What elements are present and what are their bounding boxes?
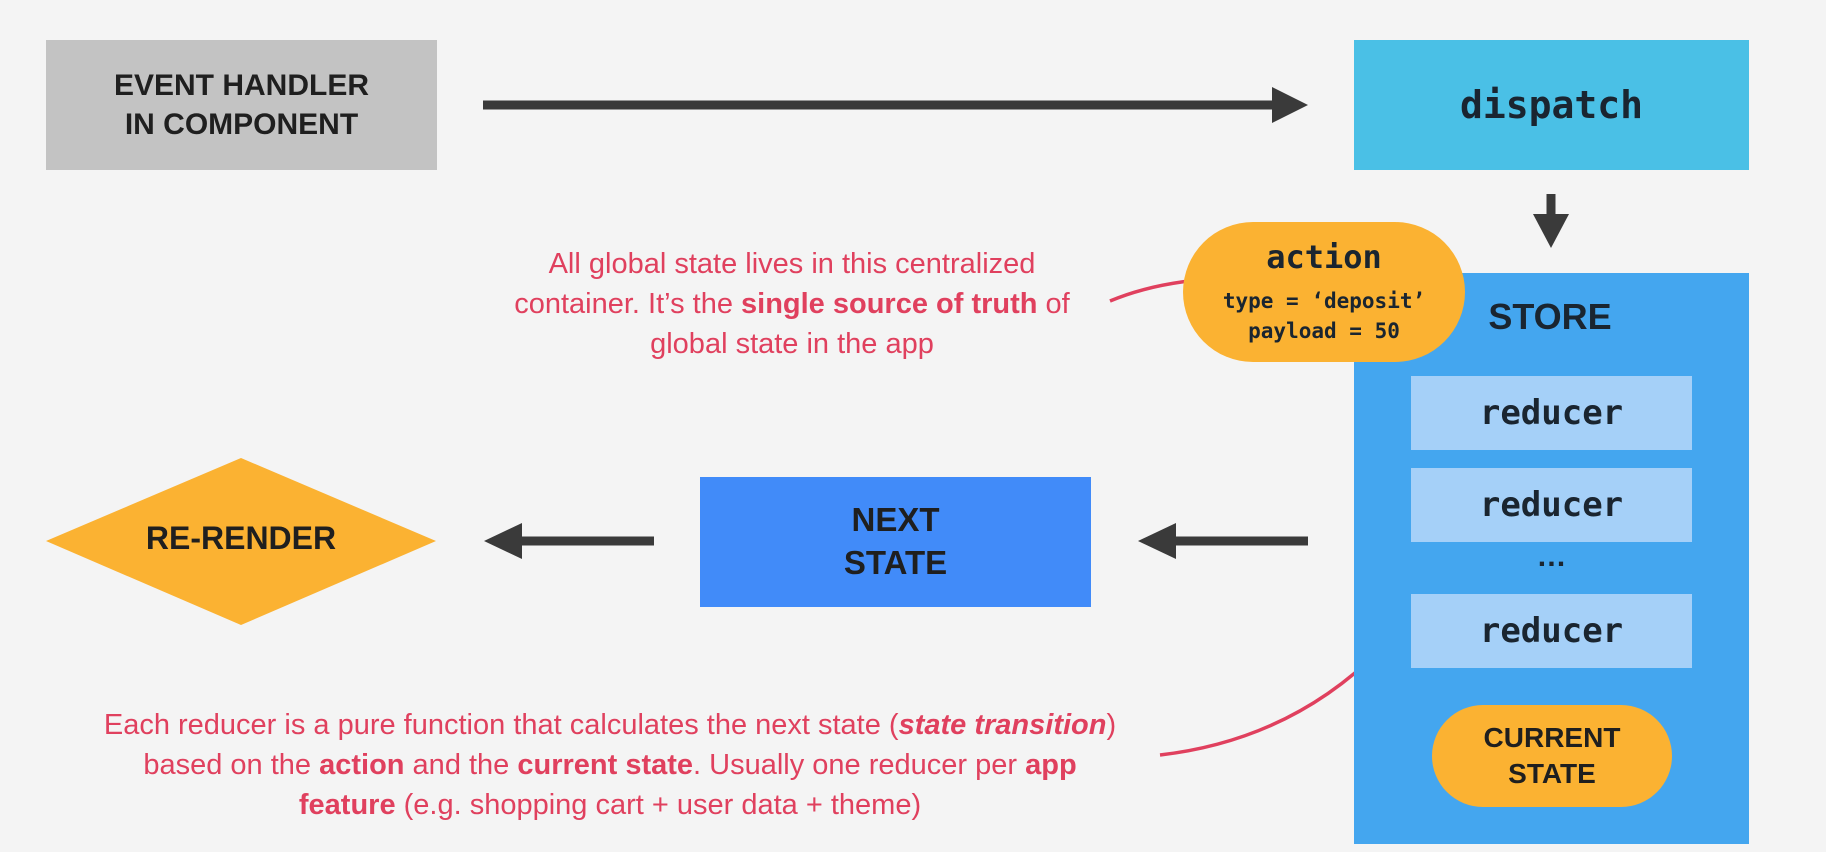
reducer-label: reducer: [1479, 393, 1624, 433]
current-state-line1: CURRENT: [1483, 721, 1621, 753]
action-pill: action type = ‘deposit’ payload = 50: [1183, 222, 1465, 362]
annotation-bold: app feature: [298, 749, 1077, 822]
annotation-text: and the: [404, 749, 518, 782]
reducer-ellipsis: …: [1536, 540, 1567, 573]
annotation-text: (e.g. shopping cart + user data + theme): [395, 789, 922, 822]
current-state-pill: CURRENT STATE: [1432, 705, 1672, 807]
annotation-italic: state transition: [898, 709, 1107, 741]
dispatch-label: dispatch: [1459, 83, 1644, 127]
event-handler-line1: EVENT HANDLER: [113, 69, 369, 102]
rerender-label: RE-RENDER: [145, 520, 337, 556]
reducer-annotation: Each reducer is a pure function that cal…: [100, 705, 1120, 825]
next-state-line1: NEXT: [851, 501, 940, 539]
event-handler-box: EVENT HANDLER IN COMPONENT: [46, 40, 437, 170]
annotation-text: . Usually one reducer per: [693, 749, 1026, 782]
annotation-bold: current state: [517, 749, 694, 782]
event-handler-line2: IN COMPONENT: [124, 108, 359, 141]
arrow-next-state-to-rerender: [484, 523, 654, 559]
current-state-line2: STATE: [1508, 758, 1596, 789]
arrow-dispatch-to-store: [1533, 194, 1569, 248]
store-title: STORE: [1488, 296, 1612, 337]
reducer-label: reducer: [1479, 611, 1624, 651]
annotation-text: Each reducer is a pure function that cal…: [103, 709, 899, 741]
arrow-event-to-dispatch: [483, 87, 1308, 123]
rerender-diamond: [46, 458, 436, 625]
reducer-label: reducer: [1479, 485, 1624, 525]
store-annotation: All global state lives in this centraliz…: [492, 244, 1092, 364]
next-state-box: NEXT STATE: [700, 477, 1091, 607]
action-title: action: [1266, 237, 1382, 276]
reducer-box: reducer: [1411, 594, 1692, 668]
annotation-text: All global state lives in this centraliz…: [514, 248, 1036, 321]
dispatch-box: dispatch: [1354, 40, 1749, 170]
arrow-store-to-next-state: [1138, 523, 1308, 559]
reducer-box: reducer: [1411, 468, 1692, 542]
annotation-bold: action: [319, 749, 405, 782]
action-type: type = ‘deposit’: [1222, 288, 1426, 313]
action-payload: payload = 50: [1248, 319, 1400, 343]
annotation-text: ) based on the: [143, 709, 1117, 782]
reducer-box: reducer: [1411, 376, 1692, 450]
next-state-line2: STATE: [843, 544, 948, 581]
annotation-bold: single source of truth: [741, 288, 1038, 321]
annotation-text: of global state in the app: [650, 288, 1070, 361]
